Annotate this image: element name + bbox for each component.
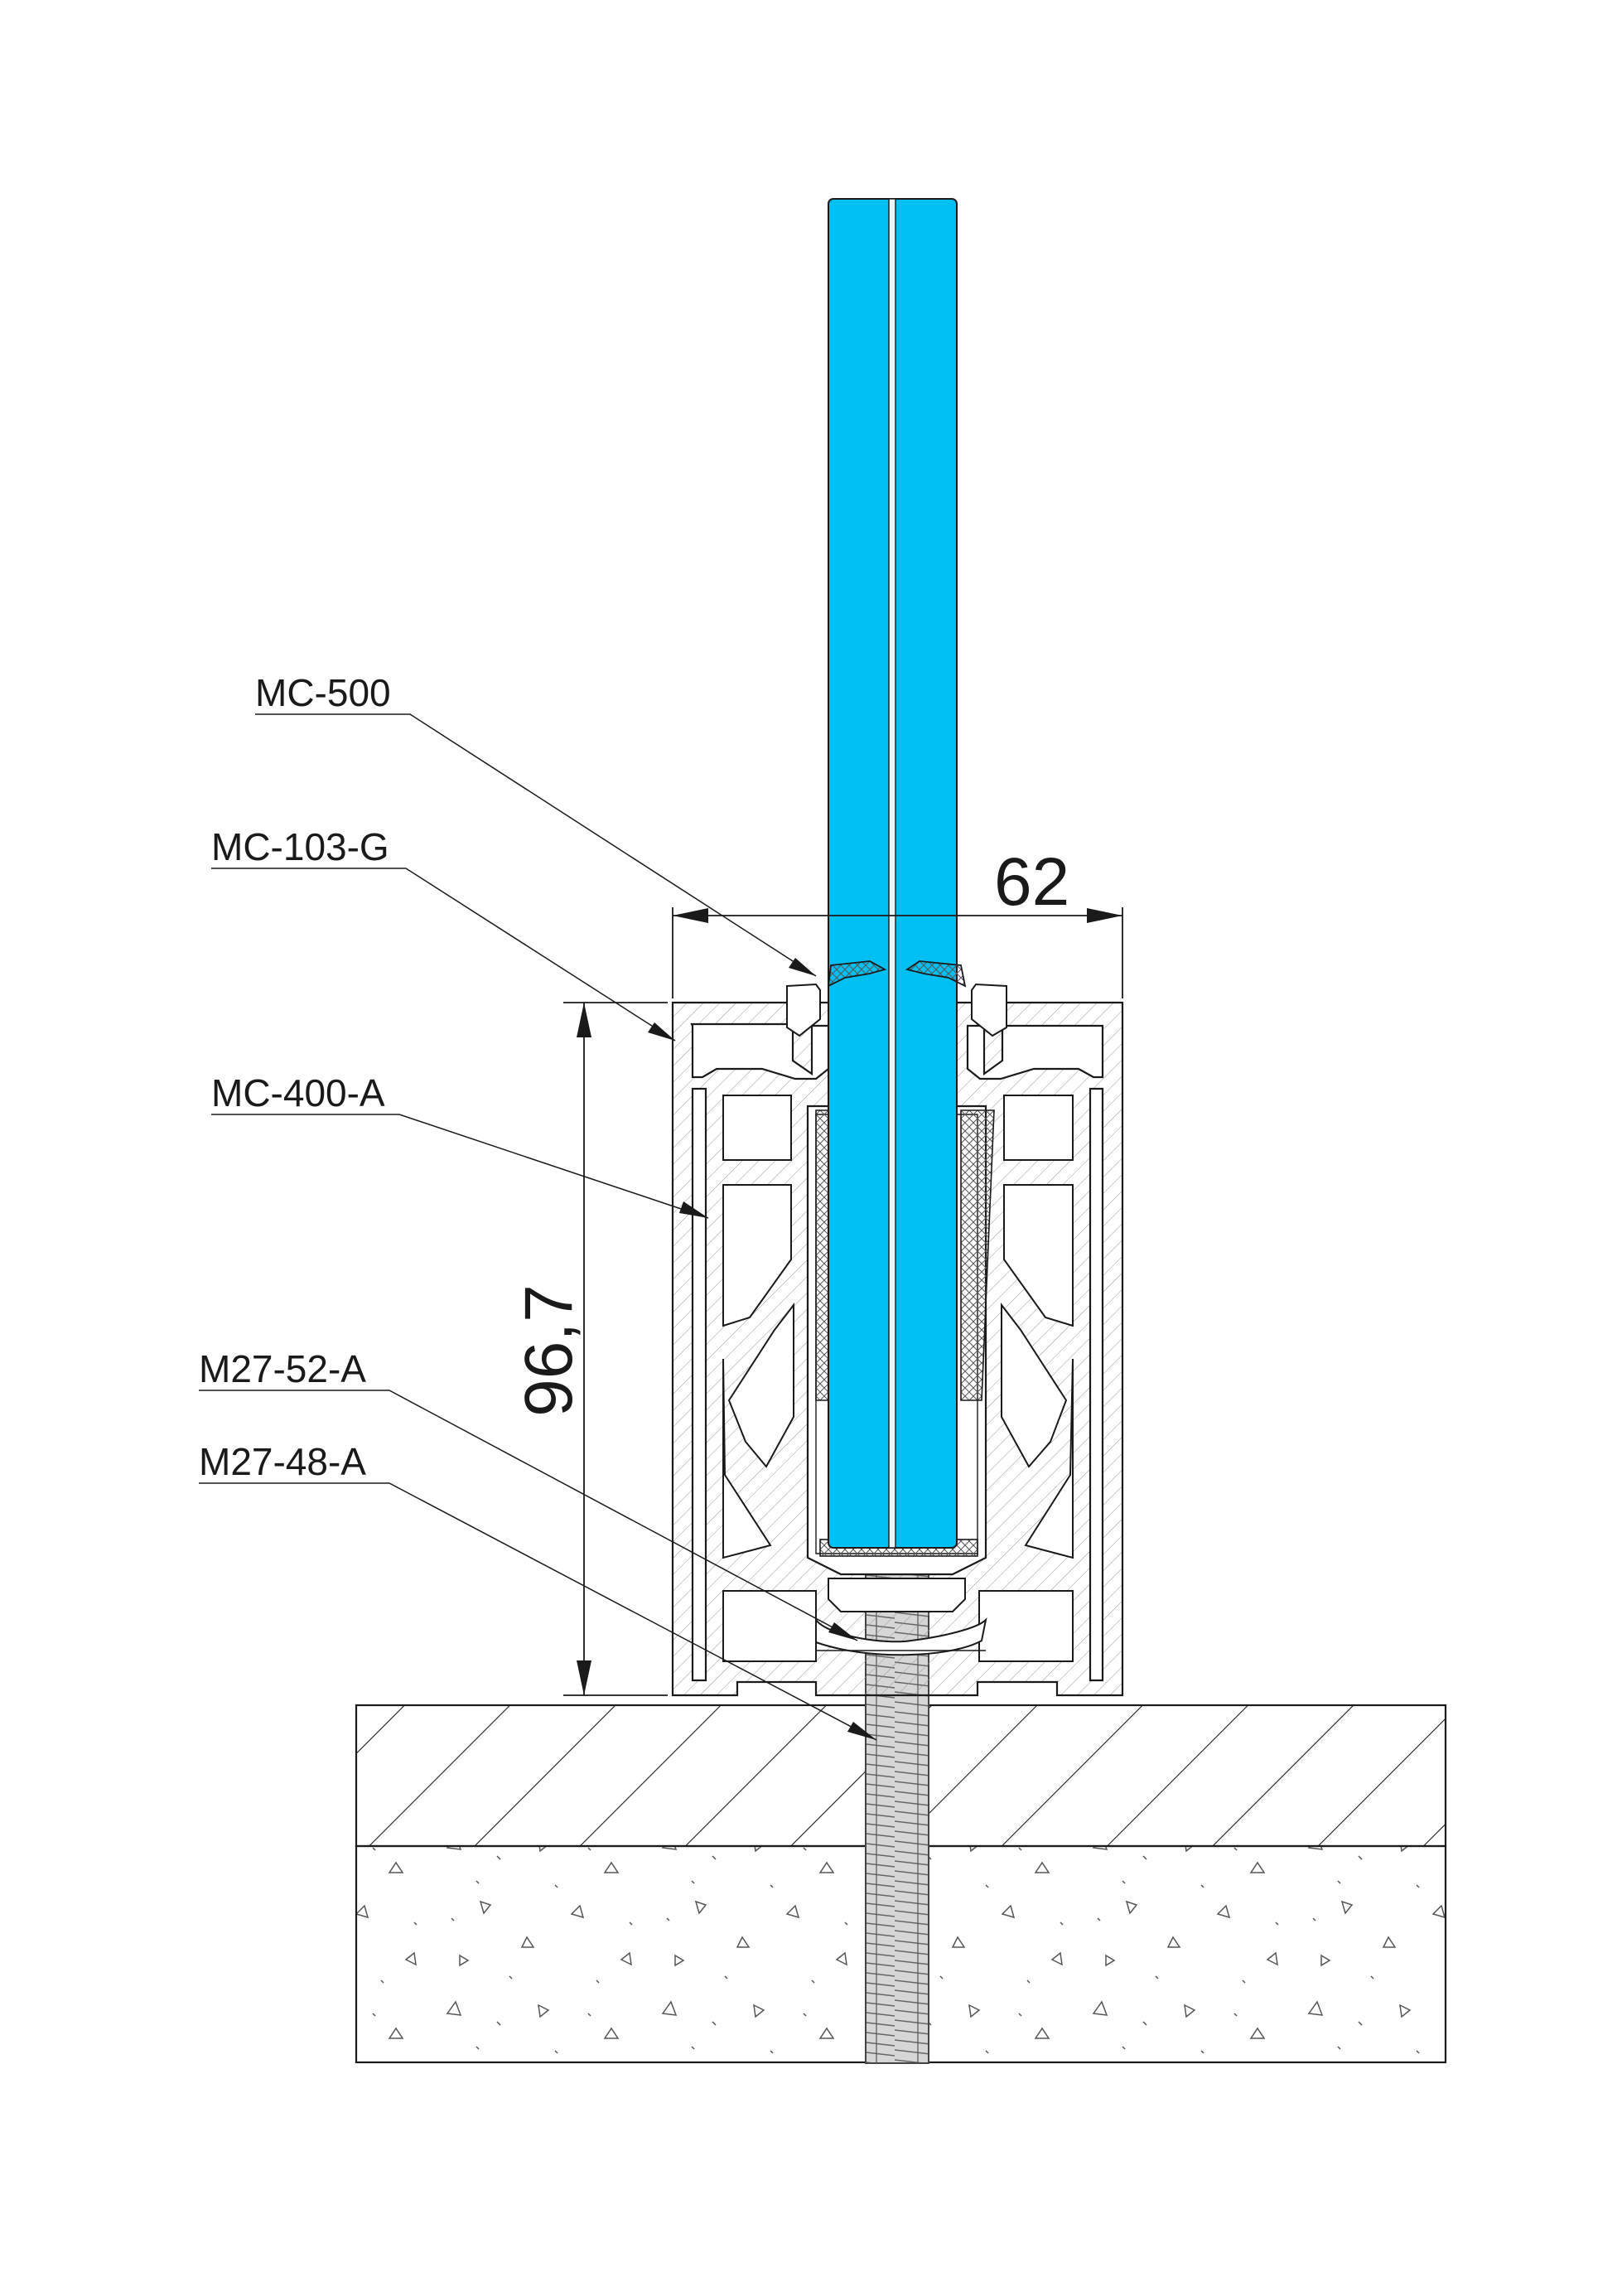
leader-arrowheads (648, 958, 876, 1740)
height-dimension-value: 96,7 (511, 1284, 587, 1417)
wedge-insert-right (960, 1109, 995, 1401)
leader-lines (199, 713, 877, 1741)
width-dimension (672, 907, 1123, 998)
leader-mc-400-a (211, 1114, 709, 1219)
leader-m27-48-a (199, 1482, 877, 1741)
label-mc-103-g: MC-103-G (211, 825, 389, 868)
laminated-glass-panel (828, 198, 958, 1549)
leader-mc-500 (255, 713, 817, 977)
top-gasket-right (905, 960, 1007, 1037)
label-m27-52-a: M27-52-A (199, 1347, 366, 1390)
leader-mc-103-g (211, 868, 676, 1042)
width-dimension-value: 62 (994, 844, 1069, 920)
nut-washer-m27-52-a (815, 1578, 987, 1656)
label-mc-400-a: MC-400-A (211, 1071, 385, 1114)
leader-m27-52-a (199, 1390, 858, 1641)
height-dimension (563, 1002, 668, 1696)
label-m27-48-a: M27-48-A (199, 1440, 366, 1483)
top-gasket-left (786, 960, 887, 1037)
label-mc-500: MC-500 (255, 671, 391, 714)
